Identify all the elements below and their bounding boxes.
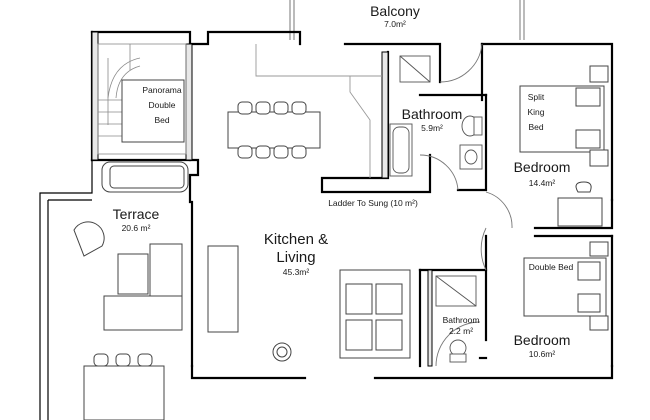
split-king-line2: King <box>527 107 545 117</box>
kitchen-counter <box>255 44 382 178</box>
bedroom-main-area: 14.4m² <box>528 178 556 188</box>
terrace-name: Terrace <box>112 206 160 222</box>
dining-table-kitchen <box>227 101 321 159</box>
bedroom-main-furniture <box>519 65 609 227</box>
bedroom-main-name: Bedroom <box>513 159 571 175</box>
terrace-area: 20.6 m² <box>121 223 151 233</box>
panorama-bed-line3: Bed <box>154 115 170 125</box>
door-swings <box>419 43 513 367</box>
terrace-outline <box>39 160 93 420</box>
double-bed-label: Double Bed <box>528 262 574 272</box>
balcony-outline <box>289 0 525 40</box>
bedroom-small-furniture <box>523 241 609 331</box>
terrace-furniture <box>73 161 189 420</box>
split-king-line1: Split <box>527 92 545 102</box>
bathroom-main-area: 5.9m² <box>421 123 443 133</box>
bedroom-small-name: Bedroom <box>513 332 571 348</box>
balcony-name: Balcony <box>370 3 420 19</box>
panorama-bed-line2: Double <box>148 100 176 110</box>
split-king-line3: Bed <box>528 122 544 132</box>
bathroom-fixtures <box>389 55 483 177</box>
bathroom-small-name: Bathroom <box>442 315 480 325</box>
ladder-label: Ladder To Sung (10 m²) <box>328 198 418 208</box>
bathroom-small-area: 2.2 m² <box>448 326 474 336</box>
kitchen-living-line2: Living <box>276 249 316 266</box>
kitchen-living-line1: Kitchen & <box>263 231 329 248</box>
small-bathroom-fixtures <box>435 275 477 363</box>
kitchen-sofa <box>207 245 411 362</box>
kitchen-living-area: 45.3m² <box>282 267 310 277</box>
balcony-area: 7.0m² <box>384 19 406 29</box>
panorama-bed-line1: Panorama <box>142 85 182 95</box>
panorama-bed <box>121 79 185 143</box>
bedroom-small-area: 10.6m² <box>528 349 556 359</box>
bathroom-main-name: Bathroom <box>401 106 463 122</box>
